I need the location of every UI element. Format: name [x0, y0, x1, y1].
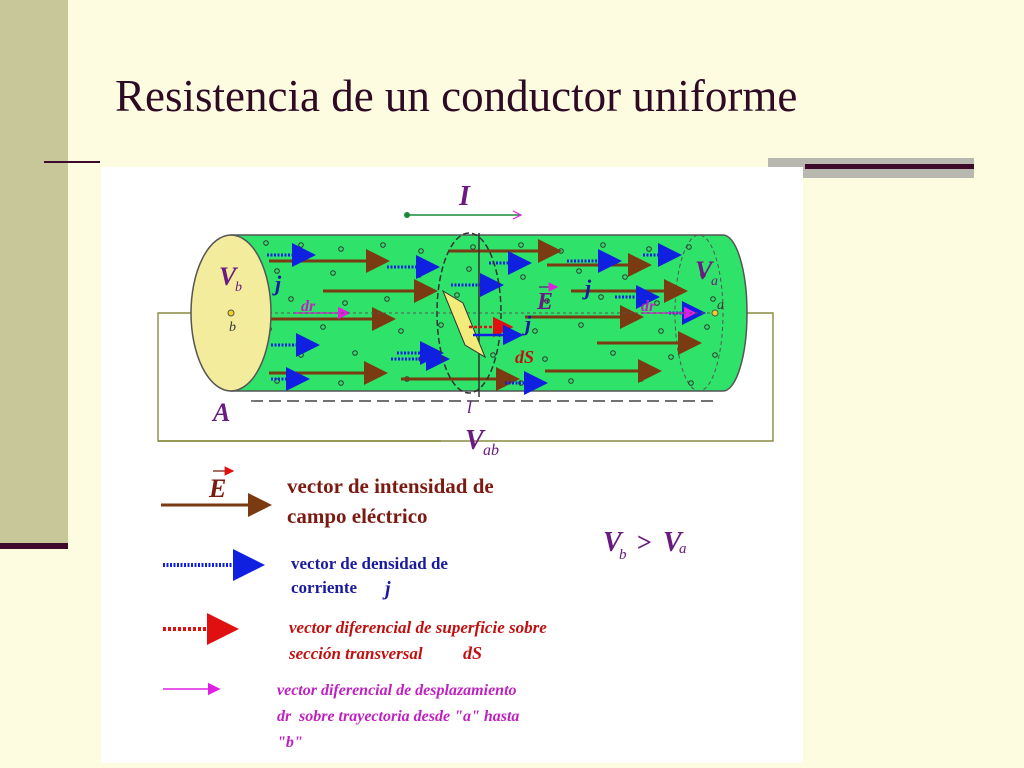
- density-label-section: j: [522, 311, 532, 336]
- inequality-right-sub: a: [679, 541, 687, 557]
- circuit-wire: [157, 312, 774, 442]
- inequality-left-sub: b: [619, 547, 627, 563]
- length-label: l: [467, 397, 472, 417]
- field-label: E: [536, 289, 553, 315]
- current-label: I: [458, 181, 471, 212]
- density-label-left: j: [272, 271, 282, 296]
- legend-field-line2: campo eléctrico: [287, 504, 428, 528]
- surface-element: [441, 289, 487, 359]
- legend-surface-symbol: dS: [463, 643, 482, 663]
- legend-surface-line2: sección transversal: [288, 644, 423, 663]
- legend-disp-symbol: dr: [277, 708, 292, 725]
- slide-title: Resistencia de un conductor uniforme: [115, 71, 798, 121]
- density-label-right: j: [582, 275, 592, 300]
- vab-label: V: [465, 425, 486, 456]
- legend-field-symbol: E: [208, 474, 226, 503]
- cylinder-body: [230, 234, 748, 392]
- legend-disp-line1: vector diferencial de desplazamiento: [277, 682, 517, 699]
- legend-density-line2: corriente: [291, 578, 358, 597]
- va-label: V: [695, 256, 715, 285]
- va-subscript: a: [711, 274, 718, 289]
- inequality-left: V: [603, 527, 624, 558]
- legend-density-symbol: j: [382, 578, 391, 600]
- legend-density-line1: vector de densidad de: [291, 554, 448, 573]
- field-vectors: [267, 239, 702, 391]
- inequality-op: >: [637, 528, 652, 557]
- point-b-label: b: [229, 320, 236, 335]
- point-b-marker: [227, 309, 235, 317]
- title-rule-left: [44, 161, 100, 163]
- displacement-label-left: dr: [301, 298, 316, 315]
- current-arrowhead: [512, 210, 523, 220]
- surface-label: dS: [515, 347, 534, 367]
- point-a-marker: [711, 309, 719, 317]
- displacement-label-right: dr: [641, 298, 656, 315]
- legend-surface-line1: vector diferencial de superficie sobre: [289, 618, 547, 637]
- legend-field-line1: vector de intensidad de: [287, 474, 494, 498]
- legend-disp-line2: sobre trayectoria desde "a" hasta: [298, 708, 519, 725]
- slide-sidebar-band: [0, 0, 68, 548]
- inequality-right: V: [663, 527, 684, 558]
- title-rule-right: [805, 164, 974, 169]
- legend-disp-line3: "b": [277, 734, 303, 751]
- vb-label: V: [219, 262, 239, 291]
- vab-subscript: ab: [483, 442, 499, 459]
- vb-subscript: b: [235, 280, 242, 295]
- conductor-figure: I V b V a b a A l V ab E j j j dS dr dr …: [101, 167, 803, 763]
- cross-section-ellipse: [436, 232, 502, 394]
- conductor-diagram: I V b V a b a A l V ab E j j j dS dr dr …: [157, 181, 774, 751]
- area-label: A: [211, 398, 230, 427]
- sidebar-accent-line: [0, 543, 68, 549]
- point-a-label: a: [717, 298, 724, 313]
